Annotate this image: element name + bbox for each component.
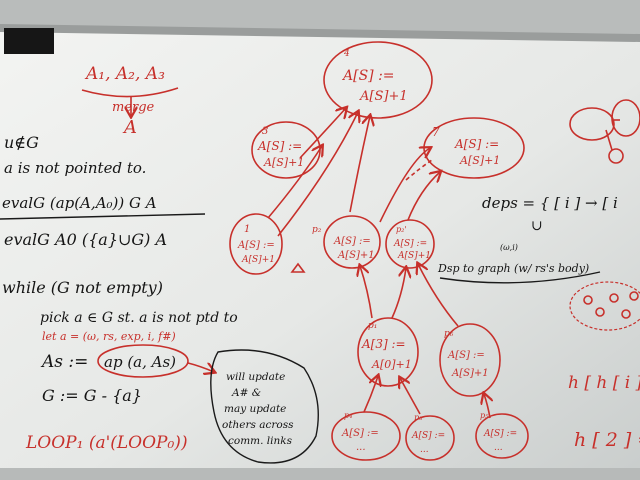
red-dot-cluster [569,281,640,331]
small-cluster-diagram [569,99,640,164]
merge-output: A [122,117,137,138]
node-n2-line1: A[S] := [333,236,371,247]
small-label: (ω,i) [500,243,518,252]
node-p4-line1: A[S] := [341,428,379,439]
edge-2-4 [349,116,370,213]
edge-2b-7 [407,172,440,221]
graph-node-n7 [423,117,525,179]
h-line-1: h [ h [ i ] ] [568,373,640,393]
node-p5-line2: ... [494,443,503,453]
graph-node-p6 [439,323,501,397]
node-n7-line1: A[S] := [454,137,499,151]
whiteboard-surface [0,28,640,480]
node-n1-line2: A[S]+1 [241,255,275,265]
node-p5-tag: p₅ [480,411,489,420]
edge-p3-p1 [400,378,421,415]
node-p3-line1: A[S] := [411,431,445,441]
not-pointed-text: a is not pointed to. [4,159,146,177]
dependency-graph: 4 A[S] := A[S]+1 3 A[S] := A[S]+1 7 A[S]… [229,41,529,461]
node-p6-line2: A[S]+1 [451,368,489,379]
node-p1-line1: A[3] := [361,337,406,351]
node-n1-tag: 1 [244,224,250,235]
edge-2-7 [379,148,430,223]
node-p5-line1: A[S] := [483,429,517,439]
node-n4-tag: 4 [343,49,350,59]
node-n7-tag: 7 [432,125,440,139]
graph-node-p1 [357,317,419,387]
as-assign-lhs: As := [40,352,88,372]
node-n2b-line1: A[S] := [393,239,427,249]
merge-label: merge [112,100,155,115]
triangle-mark [290,262,306,273]
deps-u: ∪ [531,218,543,234]
edge-p4-p1 [363,376,378,413]
bubble-line-3: may update [224,403,286,415]
eval-line-1: evalG (ap(A,A₀)) G A [2,194,157,212]
deps-line: deps = { [ i ] → [ i [482,194,618,212]
node-n3-tag: 3 [262,126,268,137]
edge-1-3 [267,146,322,219]
node-p4-line2: ... [356,442,366,453]
edge-p1-2 [360,266,373,319]
comment-bubble [210,349,319,464]
graph-caption: Dsp to graph (w/ rs's body) [437,262,589,275]
node-p3-line2: ... [420,445,429,455]
graph-node-n1 [229,213,283,275]
node-n7-line2: A[S]+1 [459,154,500,167]
pick-line: pick a ∈ G st. a is not ptd to [40,310,238,326]
edge-3-4 [299,108,346,159]
eval-line-2: evalG A0 ({a}∪G) A [4,230,167,249]
as-assign-rhs: ap (a, As) [104,353,176,371]
node-n2-line2: A[S]+1 [337,250,375,261]
h-line-2: h [ 2 ] = [574,429,640,451]
graph-node-n2b [385,219,435,269]
board-frame-top [0,24,640,42]
bubble-line-2: A# & [231,387,261,399]
node-n4-line1: A[S] := [341,68,395,84]
node-p1-tag: p₁ [368,321,377,331]
bubble-line-5: comm. links [228,435,293,447]
graph-node-n3 [251,121,321,179]
node-p3-tag: p₃ [414,413,422,422]
node-n2b-tag: p₂' [396,225,407,234]
node-n2b-line2: A[S]+1 [397,251,431,261]
set-fragment: u∉G [4,133,39,152]
g-assign: G := G - {a} [42,386,142,405]
eval-divider [0,213,206,220]
edge-p1-2b [391,268,406,319]
edge-p6-2b [418,264,459,327]
black-label-sticker [4,28,54,54]
bubble-line-4: others across [222,419,294,431]
graph-node-p3 [405,415,455,461]
merge-inputs: A₁, A₂, A₃ [84,64,165,84]
node-n1-line1: A[S] := [237,240,275,251]
node-n3-line1: A[S] := [257,139,302,153]
loop-text: LOOP₁ (a'(LOOP₀)) [25,433,188,453]
graph-node-n2 [323,215,381,269]
as-assign-circle [97,344,189,378]
node-p6-tag: p₆ [444,329,454,339]
caption-brace [439,271,601,284]
bubble-line-1: will update [226,371,285,383]
node-n3-line2: A[S]+1 [263,156,304,169]
node-p6-line1: A[S] := [447,350,485,361]
graph-node-p4 [331,411,401,461]
node-n2-tag: p₂ [312,225,322,235]
node-n4-line2: A[S]+1 [359,89,408,104]
edge-1-4 [277,112,358,237]
graph-node-n4 [323,41,433,119]
let-line: let a = (ω, rs, exp, i, f#) [42,330,176,343]
while-line: while (G not empty) [2,278,163,297]
graph-node-p5 [475,413,529,459]
merge-brace [81,87,179,98]
node-p1-line2: A[0]+1 [371,358,412,371]
board-tray [0,468,640,480]
node-p4-tag: p₄ [344,411,352,420]
